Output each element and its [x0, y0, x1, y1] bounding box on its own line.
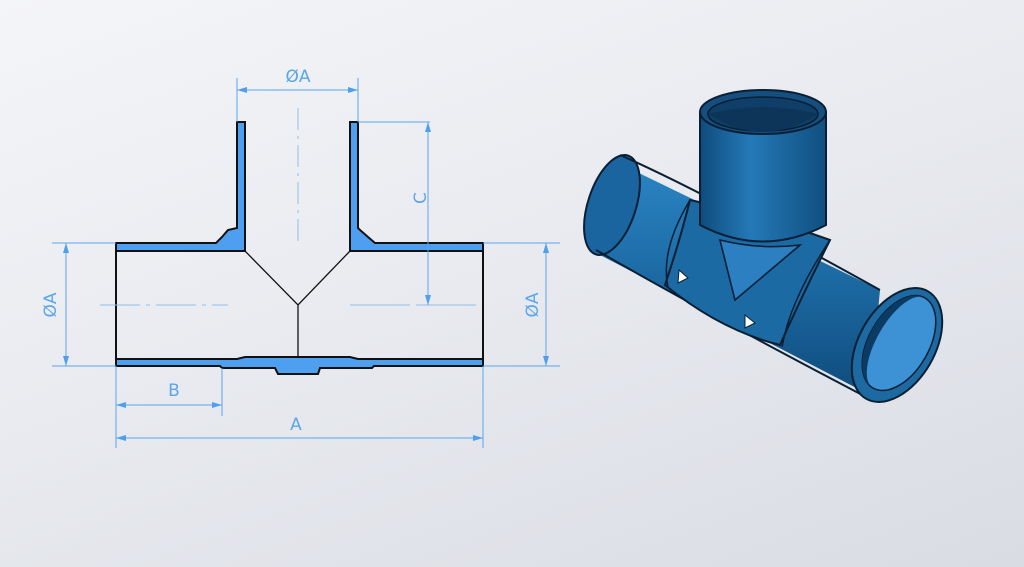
label-right-diameter: ØA	[523, 292, 543, 317]
dimensions	[52, 78, 560, 448]
section-wall-top	[115, 121, 246, 252]
label-overall-length-a: A	[290, 415, 302, 435]
label-socket-depth-b: B	[168, 381, 180, 401]
section-view	[100, 108, 484, 375]
section-wall-top-right	[349, 121, 484, 252]
label-left-diameter: ØA	[41, 292, 61, 317]
label-height-c: C	[411, 192, 431, 204]
section-wall-bottom	[115, 356, 484, 375]
label-top-diameter: ØA	[285, 67, 310, 87]
tee-3d-model	[583, 89, 944, 403]
